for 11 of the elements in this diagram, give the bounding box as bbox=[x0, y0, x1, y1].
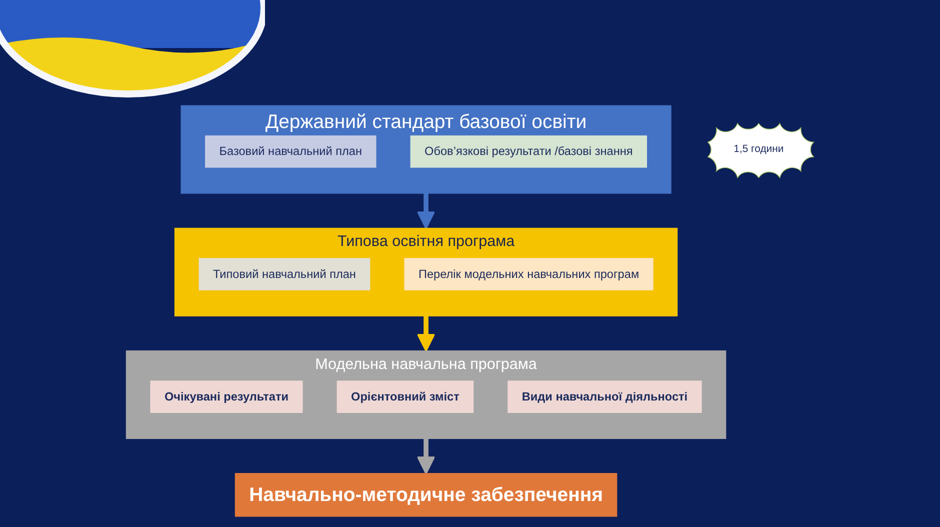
node-box: Види навчальної діяльності bbox=[508, 380, 702, 413]
arrow bbox=[416, 438, 436, 474]
node-box: Навчально-методичне забезпечення bbox=[234, 473, 618, 517]
node-box: Обов’язкові результати /базові знання bbox=[410, 135, 648, 168]
node-box: Орієнтовний зміст bbox=[336, 380, 474, 413]
node-box: Очікувані результати bbox=[150, 380, 303, 413]
arrow bbox=[416, 193, 436, 229]
arrow bbox=[416, 316, 436, 352]
node-box: Базовий навчальний план bbox=[205, 135, 376, 168]
node-box: Типовий навчальний план bbox=[198, 258, 370, 290]
node-box: Перелік модельних навчальних програм bbox=[404, 258, 654, 290]
